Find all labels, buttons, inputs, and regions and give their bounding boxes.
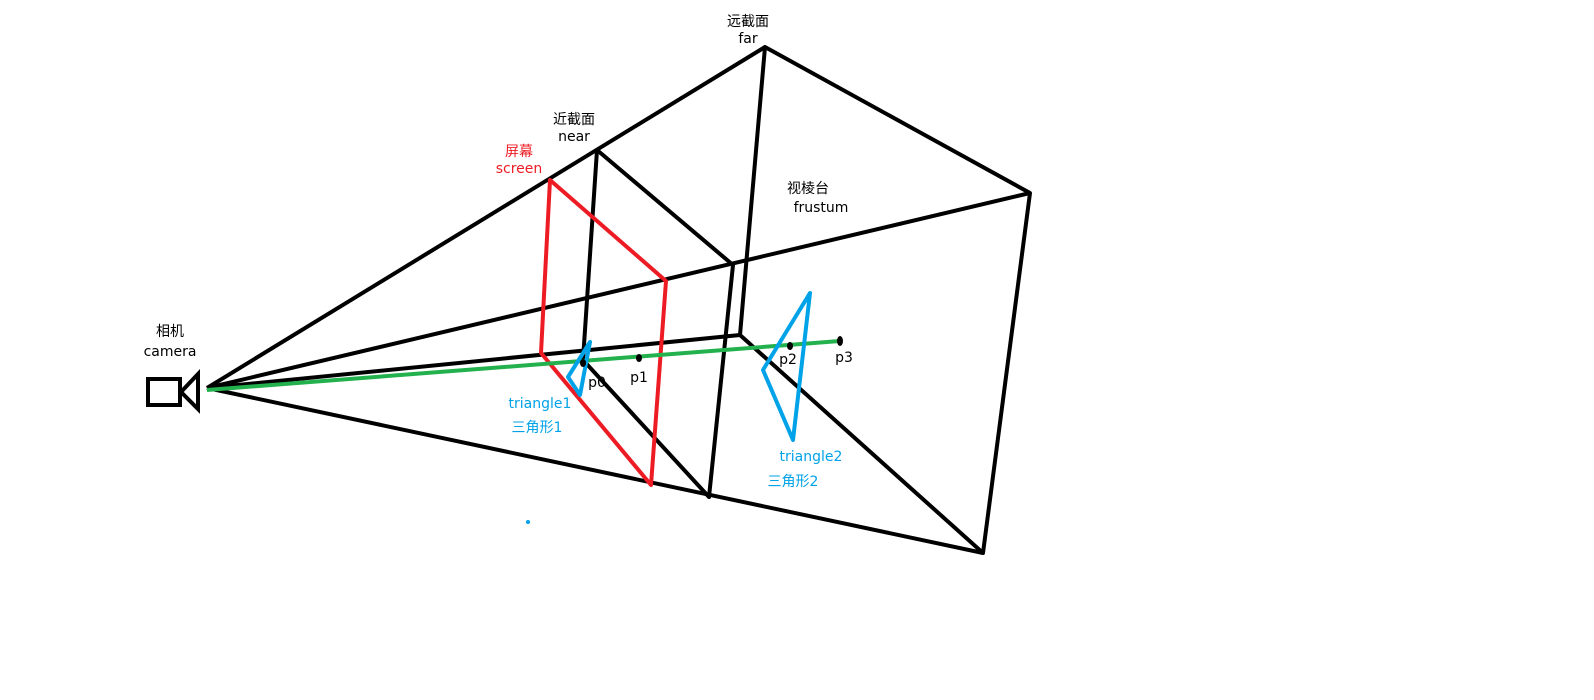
- screen-plane: [539, 178, 668, 487]
- point-p3: [837, 336, 843, 346]
- frustum-label-en: frustum: [794, 200, 849, 216]
- camera-label-cn: 相机: [156, 324, 184, 340]
- point-p1: [636, 354, 642, 362]
- p0-label: p0: [588, 375, 606, 391]
- near-label-en: near: [558, 129, 590, 145]
- view-ray: [206, 339, 841, 392]
- frustum-label-cn: 视棱台: [787, 181, 829, 197]
- ray-right: [206, 191, 1031, 390]
- point-p2: [787, 342, 793, 350]
- screen-label-cn: 屏幕: [505, 144, 533, 160]
- blue-dot: [526, 520, 530, 524]
- camera-icon: [146, 368, 200, 414]
- intersection-points: [580, 336, 843, 367]
- triangle1-label-cn: 三角形1: [512, 420, 563, 436]
- ray-top: [205, 45, 767, 390]
- triangle1-label-en: triangle1: [509, 396, 572, 412]
- far-label-en: far: [738, 31, 758, 47]
- point-p0: [580, 359, 586, 367]
- triangle2-label-cn: 三角形2: [768, 474, 819, 490]
- ray-left: [206, 333, 741, 390]
- p2-label: p2: [779, 352, 797, 368]
- camera-label-en: camera: [144, 344, 197, 360]
- triangle2-label-en: triangle2: [780, 449, 843, 465]
- triangle2: [761, 291, 812, 442]
- triangle1: [566, 340, 592, 397]
- p1-label: p1: [630, 370, 648, 386]
- frustum-lines: [205, 45, 1032, 555]
- near-plane: [581, 148, 735, 499]
- near-label-cn: 近截面: [553, 112, 595, 128]
- screen-label-en: screen: [496, 161, 543, 177]
- far-label-cn: 远截面: [727, 14, 769, 30]
- ray-bottom: [206, 386, 984, 555]
- p3-label: p3: [835, 350, 853, 366]
- far-plane: [738, 45, 1032, 555]
